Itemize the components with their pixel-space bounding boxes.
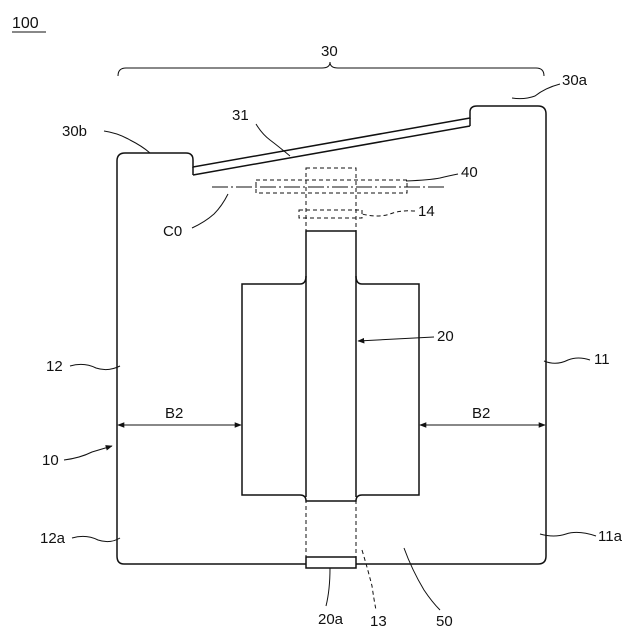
label-30a: 30a: [562, 72, 588, 89]
brace-30: [118, 62, 544, 76]
label-30b: 30b: [62, 123, 87, 140]
leader-20a: [326, 568, 330, 606]
label-50: 50: [436, 613, 453, 630]
label-10: 10: [42, 452, 59, 469]
label-B2-right: B2: [472, 405, 490, 422]
label-C0: C0: [163, 223, 182, 240]
leader-50: [404, 548, 440, 610]
label-13: 13: [370, 613, 387, 630]
leader-10: [64, 446, 112, 460]
hidden-part-14: [299, 210, 362, 218]
bottom-part-20a: [306, 557, 356, 568]
label-12: 12: [46, 358, 63, 375]
leader-12a: [72, 536, 120, 541]
label-30: 30: [321, 43, 338, 60]
leader-C0: [192, 194, 228, 228]
label-14: 14: [418, 203, 435, 220]
label-40: 40: [461, 164, 478, 181]
leader-20: [358, 337, 434, 341]
label-20: 20: [437, 328, 454, 345]
label-12a: 12a: [40, 530, 66, 547]
label-11a: 11a: [598, 528, 623, 545]
figure-ref-100: 100: [12, 15, 39, 32]
hidden-shaft-top: [306, 168, 356, 231]
label-31: 31: [232, 107, 249, 124]
leader-12: [70, 364, 120, 369]
leader-30a: [512, 84, 560, 99]
leader-30b: [104, 131, 150, 153]
central-block: [242, 231, 419, 501]
leader-40: [406, 174, 458, 181]
leader-14: [362, 211, 415, 216]
label-20a: 20a: [318, 611, 344, 628]
leader-31: [256, 124, 290, 156]
label-11: 11: [594, 351, 610, 368]
housing-outline: [117, 106, 546, 564]
label-B2-left: B2: [165, 405, 183, 422]
slope-surface-31: [193, 126, 470, 175]
hidden-shaft-bottom: [306, 501, 356, 557]
leader-11a: [540, 532, 596, 536]
leader-11: [544, 358, 590, 363]
leader-13: [362, 550, 376, 610]
